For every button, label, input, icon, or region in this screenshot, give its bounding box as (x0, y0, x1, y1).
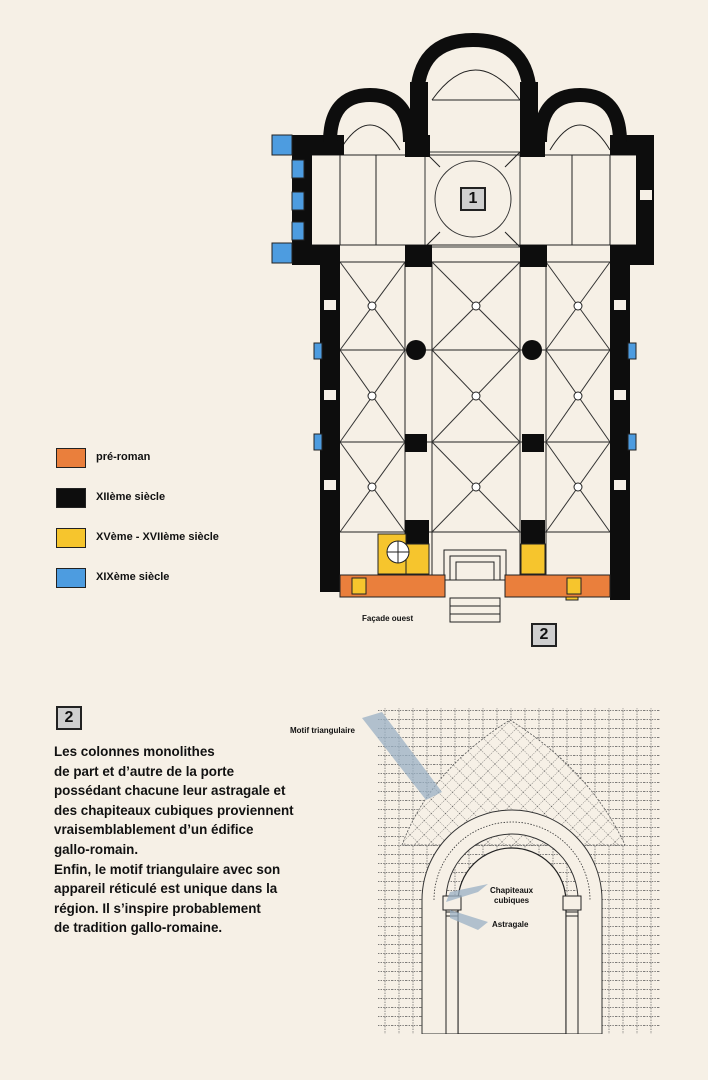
section-2-paragraph: Les colonnes monolithes de part et d’aut… (54, 742, 364, 938)
legend-label: XVème - XVIIème siècle (96, 531, 219, 543)
facade-label: Façade ouest (362, 614, 414, 623)
paragraph-line: vraisemblablement d’un édifice (54, 822, 254, 838)
paragraph-line: possédant chacune leur astragale et (54, 783, 286, 799)
legend-swatch-15th-17th-century (56, 528, 86, 548)
paragraph-line: Les colonnes monolithes (54, 744, 215, 759)
plan-marker-1: 1 (460, 187, 486, 211)
section-2-marker: 2 (56, 706, 82, 730)
legend-swatch-12th-century (56, 488, 86, 508)
label-cubiques: cubiques (494, 896, 530, 905)
paragraph-line: Enfin, le motif triangulaire avec son (54, 861, 281, 877)
legend-label: pré-roman (96, 451, 151, 463)
legend-label: XIXème siècle (96, 571, 170, 583)
paragraph-line: des chapiteaux cubiques proviennent (54, 802, 294, 818)
church-floor-plan (271, 32, 654, 623)
legend-swatch-pre-roman (56, 448, 86, 468)
label-chapiteaux: Chapiteaux (490, 886, 534, 895)
paragraph-line: de tradition gallo-romaine. (54, 920, 223, 936)
paragraph-line: de part et d’autre de la porte (54, 763, 235, 779)
legend-label: XIIème siècle (96, 491, 166, 503)
label-motif-triangulaire: Motif triangulaire (290, 726, 355, 735)
paragraph-line: région. Il s’inspire probablement (54, 900, 261, 916)
label-astragale: Astragale (492, 920, 529, 929)
paragraph-line: gallo-romain. (54, 841, 139, 857)
legend-swatch-19th-century (56, 568, 86, 588)
plan-marker-2: 2 (531, 623, 557, 647)
paragraph-line: appareil réticulé est unique dans la (54, 881, 278, 897)
